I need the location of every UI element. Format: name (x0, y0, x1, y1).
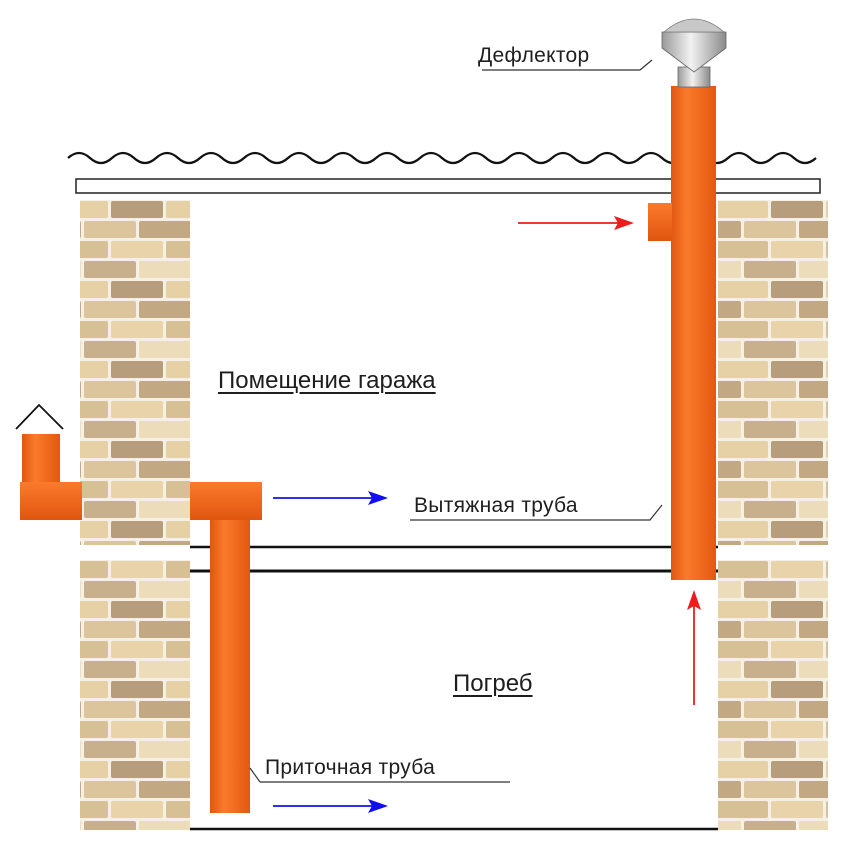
deflector-label: Дефлектор (478, 44, 590, 67)
exhaust-pipe-leader (410, 504, 663, 521)
deflector-leader (482, 59, 653, 71)
deflector-icon (661, 18, 727, 88)
left-wall-upper (80, 200, 190, 545)
exhaust-pipe-inlet (648, 203, 672, 241)
supply-pipe (15, 403, 262, 813)
supply-pipe-label: Приточная труба (265, 756, 436, 779)
exhaust-pipe (648, 86, 716, 580)
inflow-arrow-garage (273, 491, 388, 505)
roof-slab (75, 178, 821, 194)
outflow-arrow-cellar (687, 590, 701, 705)
right-wall-lower (718, 560, 828, 830)
left-wall-lower (80, 560, 190, 830)
exhaust-pipe-label: Вытяжная труба (414, 494, 578, 517)
right-wall-upper (718, 200, 828, 545)
inflow-arrow-cellar (273, 799, 388, 813)
supply-pipe-cap (15, 403, 64, 430)
garage-room-label: Помещение гаража (218, 367, 436, 394)
outflow-arrow-garage (518, 216, 634, 230)
cellar-label: Погреб (453, 670, 533, 697)
